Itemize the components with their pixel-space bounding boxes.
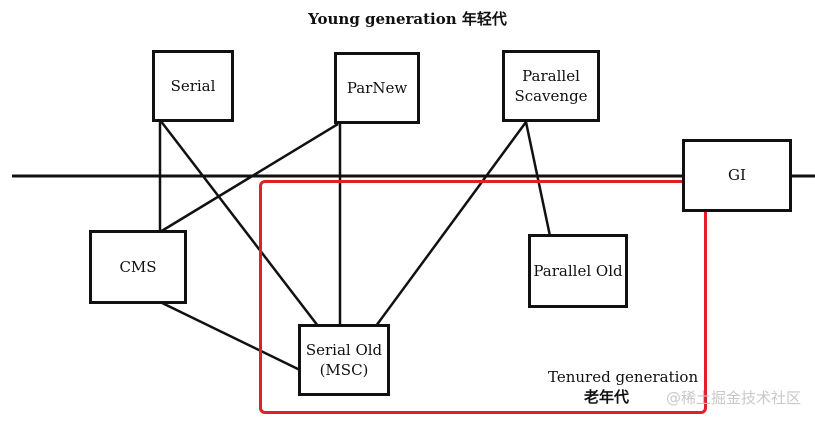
tenured-generation-label: Tenured generation 老年代	[548, 368, 698, 407]
serial-old-label-line2: (MSC)	[319, 361, 369, 379]
cms-label: CMS	[119, 257, 157, 276]
page-title: Young generation 年轻代	[308, 10, 507, 28]
g1-label: GI	[728, 166, 746, 185]
serial-old-box: Serial Old (MSC)	[298, 324, 390, 396]
parallel-old-label: Parallel Old	[533, 261, 623, 280]
parnew-box: ParNew	[334, 52, 420, 124]
link-cms-serialold	[155, 298, 301, 372]
link-scavenge-serialold	[374, 121, 528, 327]
serial-label: Serial	[170, 76, 216, 95]
watermark: @稀土掘金技术社区	[665, 389, 801, 407]
parallel-scavenge-label-line1: Parallel	[522, 66, 580, 85]
parallel-scavenge-label-line2: Scavenge	[514, 87, 588, 105]
link-parnew-cms	[159, 122, 339, 234]
tenured-generation-frame	[259, 180, 707, 414]
link-scavenge-parallelold	[524, 121, 552, 237]
g1-box: GI	[682, 139, 792, 212]
parallel-old-box: Parallel Old	[528, 234, 628, 308]
cms-box: CMS	[89, 230, 187, 304]
tenured-label-cn: 老年代	[584, 387, 630, 406]
link-serial-serialold	[159, 119, 319, 327]
serial-box: Serial	[152, 50, 234, 122]
parnew-label: ParNew	[346, 78, 408, 97]
tenured-label-en: Tenured generation	[548, 368, 699, 386]
serial-old-label-line1: Serial Old	[305, 340, 383, 359]
parallel-scavenge-box: Parallel Scavenge	[502, 50, 600, 122]
